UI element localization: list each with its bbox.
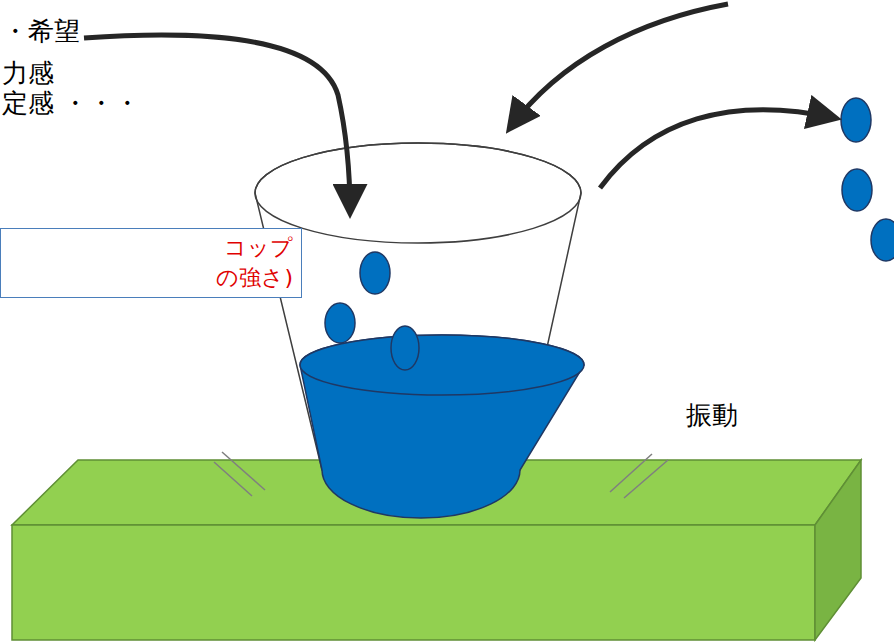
platform-side (815, 460, 861, 640)
flow-arrows (84, 4, 835, 212)
drops (325, 98, 894, 370)
note-text: ・希望 (2, 16, 80, 46)
note-text: 力感 (2, 58, 54, 88)
water (300, 335, 584, 518)
note-text: 定感 ・・・ (2, 88, 140, 118)
callout-box: コップ の強さ) (0, 228, 302, 298)
vibration-label: 振動 (686, 400, 738, 430)
platform-front (12, 525, 815, 640)
cup-rim (255, 143, 581, 243)
water-surface (300, 335, 584, 395)
callout-text: コップ の強さ) (197, 233, 293, 293)
